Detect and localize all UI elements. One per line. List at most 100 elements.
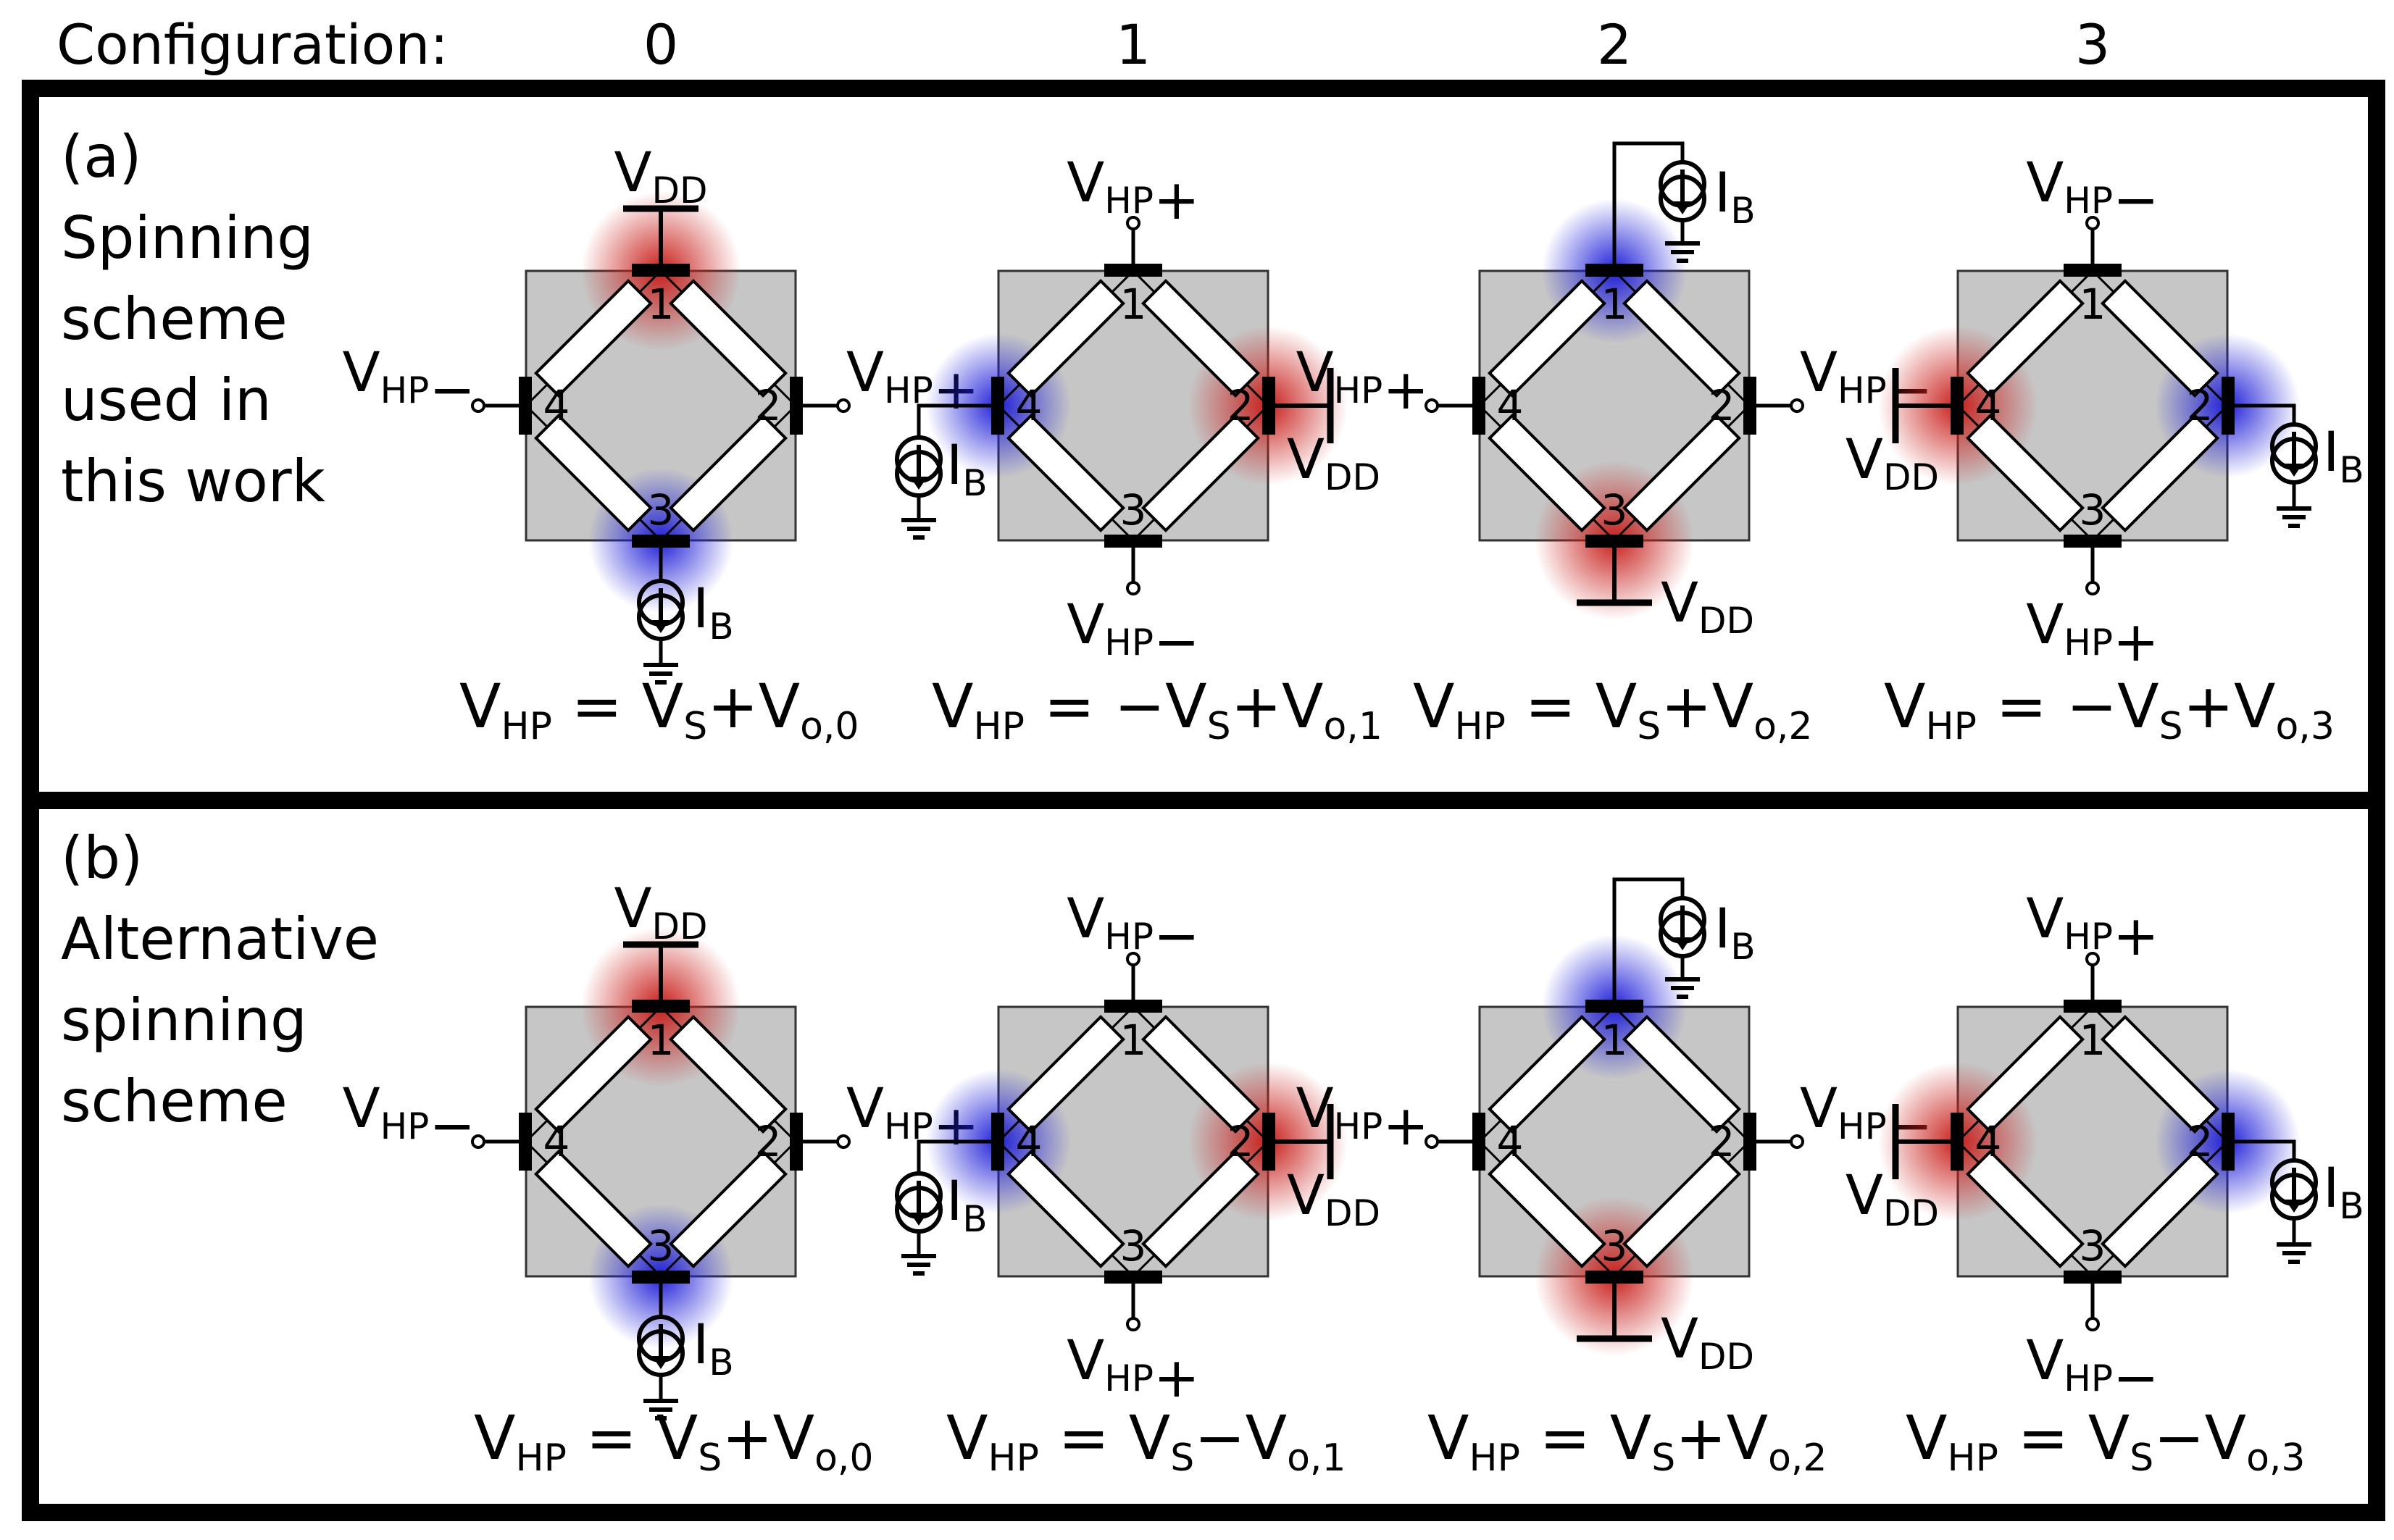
terminal-number-1: 1 bbox=[1601, 280, 1628, 329]
terminal-left-vdd-p0-c3-label-text: VDD bbox=[1845, 427, 1939, 498]
terminal-bottom-ib-p1-c0-ground bbox=[643, 1399, 678, 1420]
resistor bbox=[533, 278, 654, 398]
terminal-right-ib-p1-c3-label: IB bbox=[2323, 1155, 2364, 1227]
resistor bbox=[1622, 278, 1742, 398]
terminal-bottom-vhp-p1-c3-label: VHP− bbox=[2026, 1328, 2159, 1410]
resistor bbox=[668, 413, 788, 533]
terminal-number-4: 4 bbox=[1975, 1117, 2002, 1166]
terminal-top-vdd-p1-c0-label: VDD bbox=[614, 876, 707, 947]
terminal-right-ib-p0-c3-label: IB bbox=[2323, 419, 2364, 491]
panel-b-caption: (b) Alternative spinning scheme bbox=[61, 824, 379, 1135]
resistor bbox=[1622, 1149, 1742, 1269]
resistor bbox=[1006, 1149, 1126, 1269]
panel-a-caption: (a) Spinning scheme used in this work bbox=[61, 123, 326, 515]
panel-a-caption-line-2: scheme bbox=[61, 285, 288, 353]
terminal-left-vhp-p0-c2-label: VHP+ bbox=[1296, 340, 1429, 422]
terminal-number-2: 2 bbox=[1709, 381, 1735, 430]
terminal-number-1: 1 bbox=[648, 1016, 675, 1065]
terminal-top-vdd-p0-c0-label-text: VDD bbox=[614, 140, 707, 212]
terminal-left-vdd-p1-c3-label: VDD bbox=[1845, 1163, 1939, 1234]
terminal-top-vdd-p0-c0-label: VDD bbox=[614, 140, 707, 212]
resistor bbox=[1006, 1014, 1126, 1134]
terminal-left-vhp-p1-c0-label: VHP− bbox=[343, 1076, 475, 1158]
terminal-number-3: 3 bbox=[1601, 1221, 1628, 1271]
equation-p1-c3: VHP = VS−Vo,3 bbox=[1906, 1402, 2306, 1480]
resistor bbox=[1140, 413, 1261, 533]
resistor bbox=[1965, 1149, 2085, 1269]
terminal-top-vdd-p0-c0: VDD bbox=[614, 140, 708, 271]
panel-a-tag: (a) bbox=[61, 123, 141, 191]
terminal-left-vhp-p1-c0: VHP− bbox=[343, 1076, 526, 1158]
terminal-top-ib-p1-c2-label: IB bbox=[1714, 896, 1756, 968]
configuration-heading: Configuration: bbox=[57, 12, 449, 77]
resistor bbox=[533, 1149, 654, 1269]
config-number-3: 3 bbox=[2075, 12, 2110, 77]
terminal-left-ib-p0-c1-ground bbox=[901, 518, 936, 540]
terminal-right-vdd-p0-c1: VDD bbox=[1268, 368, 1380, 498]
terminal-top-vhp-p1-c3-label: VHP+ bbox=[2026, 886, 2159, 968]
resistor bbox=[1006, 413, 1126, 533]
terminal-bottom-vhp-p0-c1-label: VHP− bbox=[1067, 592, 1199, 674]
terminal-right-ib-p0-c3-label-text: IB bbox=[2323, 419, 2364, 491]
terminal-bottom-vdd-p0-c2-label-text: VDD bbox=[1661, 570, 1754, 642]
terminal-bottom-vdd-p0-c2: VDD bbox=[1577, 540, 1754, 642]
terminal-left-vhp-p1-c2: VHP+ bbox=[1296, 1076, 1480, 1158]
terminal-number-4: 4 bbox=[1975, 381, 2002, 430]
resistor bbox=[1140, 278, 1261, 398]
terminal-bottom-vdd-p0-c2-label: VDD bbox=[1661, 570, 1754, 642]
resistor bbox=[1965, 413, 2085, 533]
resistor bbox=[1965, 1014, 2085, 1134]
terminal-right-vdd-p0-c1-label: VDD bbox=[1287, 427, 1380, 498]
terminal-left-ib-p0-c1: IB bbox=[895, 403, 998, 540]
terminal-bottom-vhp-p1-c3: VHP− bbox=[2026, 1276, 2159, 1410]
equation-p0-c0: VHP = VS+Vo,0 bbox=[459, 671, 859, 748]
panel-b-caption-line-2: spinning bbox=[61, 987, 307, 1054]
equation-p1-c1: VHP = VS−Vo,1 bbox=[946, 1402, 1346, 1480]
terminal-bottom-vhp-p1-c1-label: VHP+ bbox=[1067, 1328, 1199, 1410]
terminal-number-2: 2 bbox=[1227, 1117, 1254, 1166]
terminal-bottom-vdd-p1-c2-label: VDD bbox=[1661, 1306, 1754, 1378]
panel-a-caption-line-4: this work bbox=[61, 448, 326, 515]
terminal-number-1: 1 bbox=[648, 280, 675, 329]
terminal-top-vhp-p0-c1-label: VHP+ bbox=[1067, 150, 1199, 232]
terminal-left-vhp-p0-c0: VHP− bbox=[343, 340, 526, 422]
hall-plate-array: 1234VDDVHP+IBVHP−1234VHP+VDDVHP−IB1234IB… bbox=[343, 140, 2364, 1420]
terminal-bottom-vhp-p0-c3-label: VHP+ bbox=[2026, 592, 2159, 674]
terminal-number-2: 2 bbox=[755, 381, 782, 430]
equation-p0-c1: VHP = −VS+Vo,1 bbox=[932, 671, 1382, 748]
panel-b-caption-line-3: scheme bbox=[61, 1068, 288, 1135]
terminal-top-vhp-p1-c3: VHP+ bbox=[2026, 886, 2159, 1007]
resistor bbox=[2100, 1149, 2220, 1269]
terminal-left-vdd-p1-c3-label-text: VDD bbox=[1845, 1163, 1939, 1234]
terminal-left-vhp-p0-c0-label-text: VHP− bbox=[343, 340, 475, 422]
terminal-bottom-vhp-p1-c1: VHP+ bbox=[1067, 1276, 1200, 1410]
resistor bbox=[1140, 1014, 1261, 1134]
terminal-top-vhp-p1-c1: VHP− bbox=[1067, 886, 1200, 1007]
terminal-top-vhp-p1-c1-label-text: VHP− bbox=[1067, 886, 1199, 968]
terminal-top-vhp-p0-c1: VHP+ bbox=[1067, 150, 1200, 271]
terminal-number-4: 4 bbox=[543, 1117, 570, 1166]
terminal-left-vhp-p0-c2-label-text: VHP+ bbox=[1296, 340, 1429, 422]
terminal-right-vdd-p1-c1: VDD bbox=[1268, 1104, 1380, 1234]
terminal-top-vdd-p1-c0: VDD bbox=[614, 876, 708, 1007]
config-number-0: 0 bbox=[643, 12, 678, 77]
terminal-left-ib-p1-c1-source bbox=[895, 1171, 943, 1234]
terminal-number-1: 1 bbox=[2080, 280, 2106, 329]
terminal-number-2: 2 bbox=[2187, 381, 2214, 430]
terminal-left-ib-p1-c1-ground bbox=[901, 1254, 936, 1276]
resistor bbox=[1622, 413, 1742, 533]
terminal-top-ib-p0-c2-label-text: IB bbox=[1714, 160, 1756, 232]
terminal-number-2: 2 bbox=[755, 1117, 782, 1166]
terminal-top-vhp-p0-c3-label-text: VHP− bbox=[2026, 150, 2159, 232]
resistor bbox=[1487, 1149, 1607, 1269]
terminal-left-vhp-p1-c2-label-text: VHP+ bbox=[1296, 1076, 1429, 1158]
terminal-bottom-ib-p0-c0-ground bbox=[643, 663, 678, 685]
terminal-bottom-vhp-p0-c3: VHP+ bbox=[2026, 540, 2159, 674]
equation-p0-c2: VHP = VS+Vo,2 bbox=[1413, 671, 1813, 748]
terminal-number-3: 3 bbox=[1601, 485, 1628, 535]
resistor bbox=[1965, 278, 2085, 398]
